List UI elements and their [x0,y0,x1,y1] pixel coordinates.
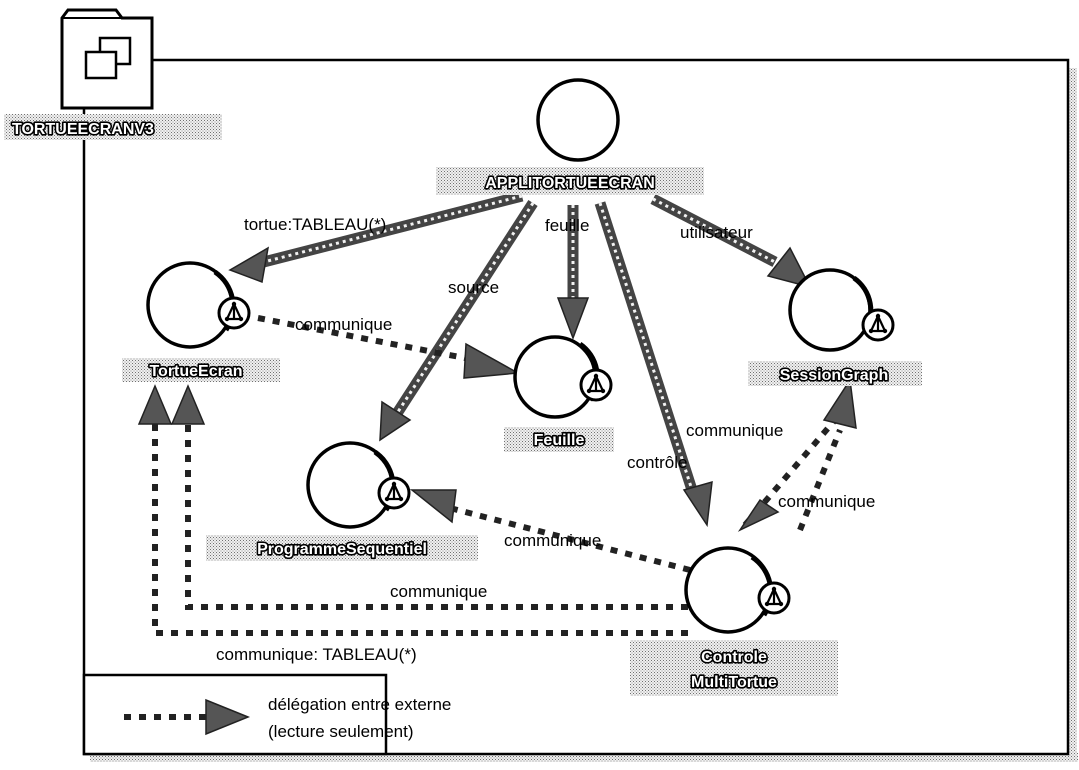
object-icon [217,296,251,330]
node-label-feuille: Feuille [534,432,585,449]
legend: délégation entre externe (lecture seulem… [82,673,451,756]
legend-line2: (lecture seulement) [268,722,414,741]
container-title-label: TORTUEECRANV3 [4,114,222,140]
edge-comm-controle-session-b [797,428,843,532]
arrowhead-comm-feuille [463,342,521,379]
node-label-app: APPLITORTUEECRAN [485,175,655,192]
folder-icon[interactable] [60,8,154,110]
arrowhead-comm-tableau [137,384,173,425]
label-feuille: feuille [545,216,589,235]
arrowheads [137,246,857,532]
label-source: source [448,278,499,297]
label-comm-controle-prog: communique [504,531,601,550]
arrowhead-comm-session [822,377,857,429]
legend-line1: délégation entre externe [268,695,451,714]
node-tortueecran[interactable]: TortueEcran [122,261,280,382]
node-label-controle-1: Controle [701,649,767,666]
arrowhead-comm-tortue [170,384,206,425]
node-controlemultitortue[interactable]: Controle MultiTortue [630,546,838,696]
arrowhead-prog [379,400,412,442]
arrowhead-feuille [556,297,590,341]
object-icon [757,581,791,615]
label-comm-tortue-feuille: communique [295,315,392,334]
node-sessiongraph[interactable]: SessionGraph [748,268,922,386]
arrowhead-tortue [228,246,270,284]
edge-comm-controle-prog [449,505,691,573]
label-comm-controle-session-1: communique [686,421,783,440]
arrowhead-comm-controle [737,498,780,532]
label-utilisateur: utilisateur [680,223,753,242]
node-label-session: SessionGraph [780,367,888,384]
object-icon [579,368,613,402]
legend-arrow-icon [205,698,250,736]
node-programmesequentiel[interactable]: ProgrammeSequentiel [206,441,478,561]
container-title: TORTUEECRANV3 [12,121,154,138]
edge-comm-controle-tortue [185,420,688,610]
arrowhead-controle [682,480,713,528]
node-feuille[interactable]: Feuille [504,335,614,452]
label-tortue: tortue:TABLEAU(*) [244,215,386,234]
container-frame [82,58,1078,762]
node-label-prog: ProgrammeSequentiel [257,541,427,558]
label-comm-controle-tortue: communique [390,582,487,601]
node-label-tortue: TortueEcran [149,363,242,380]
node-applitortueecran[interactable]: APPLITORTUEECRAN [436,78,704,195]
arrowhead-session [766,246,812,289]
node-label-controle-2: MultiTortue [691,674,777,691]
label-comm-tableau: communique: TABLEAU(*) [216,645,417,664]
arrowhead-comm-prog [409,489,457,524]
label-controle: contrôle [627,453,687,472]
object-icon [861,308,895,342]
label-comm-controle-session-2: communique [778,492,875,511]
edge-comm-tortue-feuille [257,315,471,362]
edge-comm-tableau [152,420,688,636]
edge-labels: tortue:TABLEAU(*) feuille source utilisa… [216,215,875,664]
edges [152,190,843,636]
object-icon [377,476,411,510]
